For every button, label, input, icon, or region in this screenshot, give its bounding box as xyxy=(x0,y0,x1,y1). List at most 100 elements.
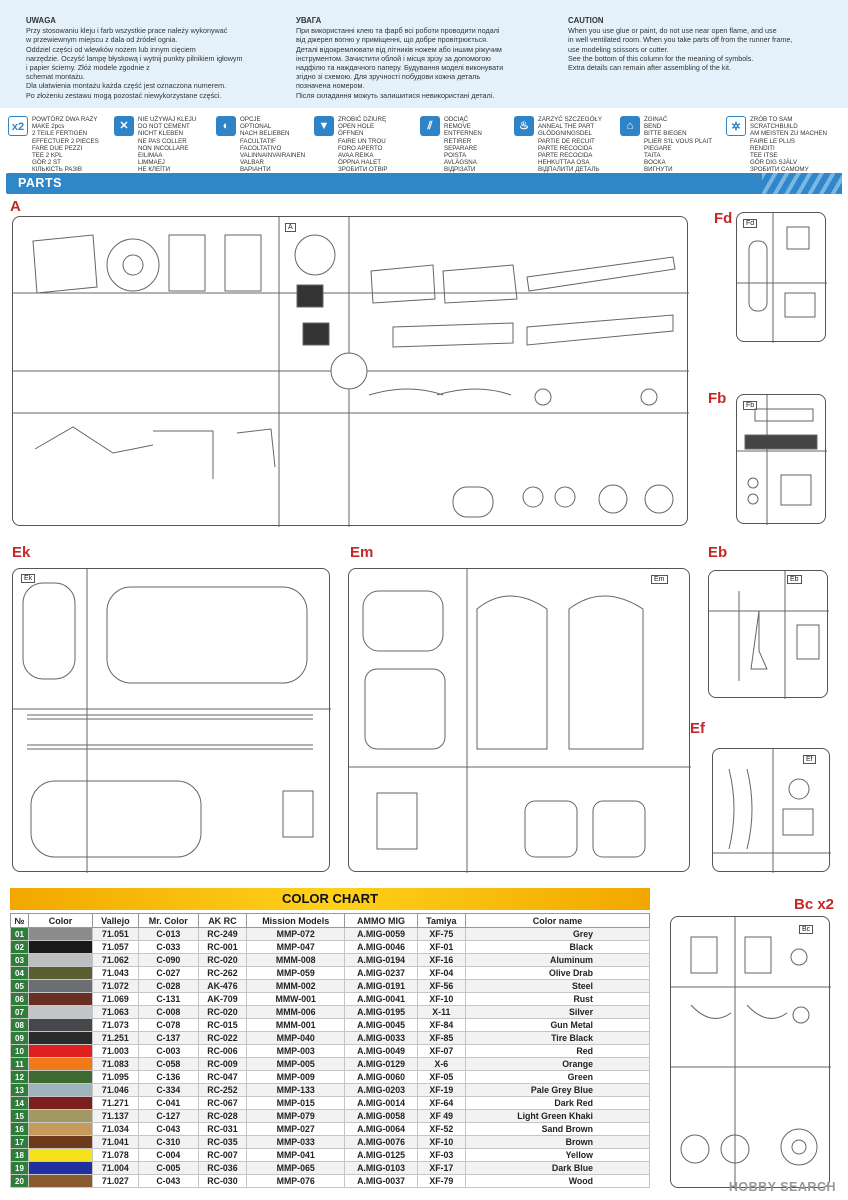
sprue-frame-ek: Ek xyxy=(12,568,331,873)
tamiya-code: XF-16 xyxy=(416,953,466,967)
column-header: Color xyxy=(28,913,93,928)
color-swatch xyxy=(28,1109,93,1123)
color-swatch-fill xyxy=(29,1019,92,1031)
mr-color-code: C-078 xyxy=(137,1018,199,1032)
sprue-ef-drawing xyxy=(713,749,831,873)
color-swatch xyxy=(28,1031,93,1045)
ammo-mig-code: A.MIG-0037 xyxy=(344,1174,418,1188)
sprue-frame-fb: Fb xyxy=(736,394,827,525)
ammo-mig-code: A.MIG-0033 xyxy=(344,1031,418,1045)
mr-color-code: C-043 xyxy=(137,1122,199,1136)
mission-models-code: MMP-059 xyxy=(246,966,346,980)
no-glue-icon: ✕ xyxy=(114,116,134,136)
tamiya-code: XF-75 xyxy=(416,927,466,941)
row-number: 07 xyxy=(10,1005,29,1019)
caution-note-ukrainian: УВАГА При використанні клею та фарб всі … xyxy=(296,16,551,100)
row-number: 09 xyxy=(10,1031,29,1045)
vallejo-code: 71.004 xyxy=(92,1161,139,1175)
parts-header: PARTS xyxy=(6,173,842,194)
ak-code: RC-262 xyxy=(197,966,248,980)
symbol-label: NIE UŻYWAJ KLEJU DO NOT CEMENT NICHT KLE… xyxy=(138,116,197,174)
ak-code: RC-030 xyxy=(197,1174,248,1188)
color-chart-title: COLOR CHART xyxy=(281,891,379,906)
ak-code: RC-009 xyxy=(197,1057,248,1071)
tamiya-code: XF-64 xyxy=(416,1096,466,1110)
symbol-no-cement: ✕ NIE UŻYWAJ KLEJU DO NOT CEMENT NICHT K… xyxy=(114,116,218,174)
symbol-make-two: x2 POWTÓRZ DWA RAZY MAKE 2pcs 2 TEILE FE… xyxy=(8,116,112,174)
mr-color-code: C-137 xyxy=(137,1031,199,1045)
symbol-label: ZGINAĆ BEND BITTE BIEGEN PLIER S'IL VOUS… xyxy=(644,116,713,174)
vallejo-code: 71.137 xyxy=(92,1109,139,1123)
ak-code: RC-001 xyxy=(197,940,248,954)
sprue-label-eb: Eb xyxy=(708,544,728,561)
ammo-mig-code: A.MIG-0237 xyxy=(344,966,418,980)
color-name: Yellow xyxy=(464,1148,651,1162)
color-name: Orange xyxy=(464,1057,651,1071)
color-swatch-fill xyxy=(29,1006,92,1018)
sprue-tag: Ek xyxy=(21,574,36,583)
optional-icon: ◐ xyxy=(216,116,236,136)
tamiya-code: XF-19 xyxy=(416,1083,466,1097)
symbol-open-hole: ▼ ZROBIĆ DZIURĘ OPEN HOLE ÖFFNEN FAIRE U… xyxy=(314,116,418,174)
row-number: 10 xyxy=(10,1044,29,1058)
vallejo-code: 71.034 xyxy=(92,1122,139,1136)
color-name: Sand Brown xyxy=(464,1122,651,1136)
mission-models-code: MMP-079 xyxy=(246,1109,346,1123)
anneal-icon: ♨ xyxy=(514,116,534,136)
sprue-label-ef: Ef xyxy=(690,720,705,737)
mission-models-code: MMP-072 xyxy=(246,927,346,941)
sprue-label-fb: Fb xyxy=(708,390,727,407)
color-swatch-fill xyxy=(29,1097,92,1109)
color-name: Aluminum xyxy=(464,953,651,967)
sprue-label-bc: Bc x2 xyxy=(794,896,835,913)
ammo-mig-code: A.MIG-0076 xyxy=(344,1135,418,1149)
ammo-mig-code: A.MIG-0194 xyxy=(344,953,418,967)
color-name: Green xyxy=(464,1070,651,1084)
color-swatch xyxy=(28,1135,93,1149)
vallejo-code: 71.078 xyxy=(92,1148,139,1162)
vallejo-code: 71.062 xyxy=(92,953,139,967)
mr-color-code: C-013 xyxy=(137,927,199,941)
vallejo-code: 71.095 xyxy=(92,1070,139,1084)
mr-color-code: C-127 xyxy=(137,1109,199,1123)
mr-color-code: C-005 xyxy=(137,1161,199,1175)
sprue-frame-fd: Fd xyxy=(736,212,827,343)
vallejo-code: 71.046 xyxy=(92,1083,139,1097)
note-body: При використанні клею та фарб всі роботи… xyxy=(296,26,504,100)
tamiya-code: XF-85 xyxy=(416,1031,466,1045)
tamiya-code: XF-05 xyxy=(416,1070,466,1084)
mission-models-code: MMP-015 xyxy=(246,1096,346,1110)
vallejo-code: 71.041 xyxy=(92,1135,139,1149)
color-swatch-fill xyxy=(29,1032,92,1044)
ak-code: RC-031 xyxy=(197,1122,248,1136)
color-swatch xyxy=(28,927,93,941)
mr-color-code: C-041 xyxy=(137,1096,199,1110)
mr-color-code: C-334 xyxy=(137,1083,199,1097)
vallejo-code: 71.043 xyxy=(92,966,139,980)
ammo-mig-code: A.MIG-0129 xyxy=(344,1057,418,1071)
mr-color-code: C-027 xyxy=(137,966,199,980)
sprue-fb-drawing xyxy=(737,395,827,525)
ak-code: RC-036 xyxy=(197,1161,248,1175)
ak-code: RC-015 xyxy=(197,1018,248,1032)
ammo-mig-code: A.MIG-0059 xyxy=(344,927,418,941)
color-swatch xyxy=(28,1161,93,1175)
sprue-tag: Bc xyxy=(799,925,814,934)
color-name: Grey xyxy=(464,927,651,941)
tamiya-code: XF-04 xyxy=(416,966,466,980)
ak-code: RC-252 xyxy=(197,1083,248,1097)
tamiya-code: XF-52 xyxy=(416,1122,466,1136)
mr-color-code: C-043 xyxy=(137,1174,199,1188)
sprue-label-fd: Fd xyxy=(714,210,733,227)
column-header: Color name xyxy=(464,913,651,928)
ammo-mig-code: A.MIG-0195 xyxy=(344,1005,418,1019)
vallejo-code: 71.051 xyxy=(92,927,139,941)
watermark: HOBBY SEARCH xyxy=(728,1180,836,1194)
sprue-tag: Em xyxy=(651,575,668,584)
